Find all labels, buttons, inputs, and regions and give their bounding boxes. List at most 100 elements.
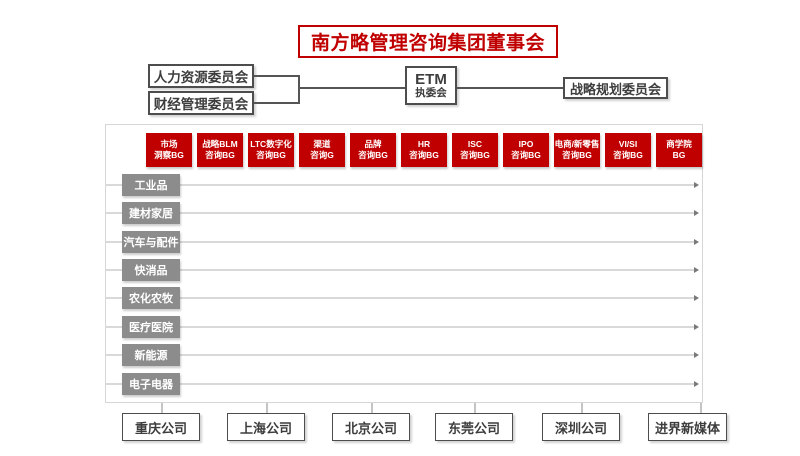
board-title: 南方略管理咨询集团董事会 [310, 33, 545, 54]
bg-column-channel: 渠道 咨询G [299, 133, 345, 167]
bg-column-label: 品牌 [364, 138, 382, 149]
company-label: 重庆公司 [134, 420, 187, 436]
bg-column-label: 咨询G [310, 150, 334, 160]
finance-committee-box: 财经管理委员会 [148, 91, 254, 115]
connector-to-shanghai [266, 403, 268, 413]
company-box-beijing: 北京公司 [332, 413, 410, 441]
bg-column-strategy-blm: 战略BLM 咨询BG [197, 133, 243, 167]
row-box-industrial: 工业品 [122, 174, 180, 196]
bg-column-label: LTC数字化 [250, 138, 292, 149]
etm-committee-box: ETM 执委会 [405, 66, 457, 105]
bg-column-label: 咨询BG [256, 150, 286, 160]
bg-column-ipo: IPO 咨询BG [503, 133, 549, 167]
bg-column-label: 咨询BG [460, 150, 490, 160]
hr-committee-label: 人力资源委员会 [153, 70, 249, 85]
bg-column-hr: HR 咨询BG [401, 133, 447, 167]
row-label: 医疗医院 [129, 322, 173, 334]
row-label: 电子电器 [129, 379, 173, 391]
row-label: 工业品 [134, 180, 168, 192]
bg-column-ltc-digital: LTC数字化 咨询BG [248, 133, 294, 167]
company-box-dongguan: 东莞公司 [435, 413, 513, 441]
row-box-electronics: 电子电器 [122, 373, 180, 395]
connector-to-shenzhen [581, 403, 583, 413]
bg-column-label: 咨询BG [562, 150, 592, 160]
bg-column-label: 咨询BG [613, 150, 643, 160]
arrow-right-icon [694, 381, 699, 387]
company-box-shenzhen: 深圳公司 [542, 413, 620, 441]
row-box-new-energy: 新能源 [122, 344, 180, 366]
bg-column-label: BG [672, 150, 686, 160]
bg-column-label: HR [417, 138, 431, 149]
connector-to-beijing [371, 403, 373, 413]
bg-column-label: 战略BLM [202, 138, 238, 149]
etm-sublabel: 执委会 [415, 86, 447, 99]
bg-column-label: 咨询BG [409, 150, 439, 160]
matrix-container [105, 124, 703, 403]
strategy-committee-label: 战略规划委员会 [569, 81, 661, 97]
company-label: 深圳公司 [554, 420, 607, 436]
connector-bracket-vertical [298, 75, 300, 104]
connector-to-dongguan [474, 403, 476, 413]
arrow-right-icon [694, 352, 699, 358]
hr-committee-box: 人力资源委员会 [148, 64, 254, 88]
connector-bracket-to-etm [298, 87, 405, 89]
row-line-auto-parts [105, 241, 694, 243]
row-line-medical [105, 326, 694, 328]
connector-to-chongqing [161, 403, 163, 413]
row-label: 农化农牧 [129, 293, 173, 305]
bg-column-market-insight: 市场 洞察BG [146, 133, 192, 167]
bg-column-label: VI/SI [618, 138, 638, 149]
arrow-right-icon [694, 210, 699, 216]
bg-column-label: 市场 [160, 138, 178, 149]
board-title-box: 南方略管理咨询集团董事会 [298, 25, 558, 58]
bg-column-brand: 品牌 咨询BG [350, 133, 396, 167]
company-label: 进界新媒体 [654, 420, 720, 436]
bg-column-isc: ISC 咨询BG [452, 133, 498, 167]
bg-column-label: IPO [518, 138, 534, 149]
etm-label: ETM [415, 70, 447, 88]
arrow-right-icon [694, 239, 699, 245]
company-label: 上海公司 [239, 420, 292, 436]
connector-to-jinjie-media [700, 403, 702, 413]
row-line-building-materials [105, 212, 694, 214]
company-label: 东莞公司 [447, 420, 500, 436]
row-box-medical: 医疗医院 [122, 316, 180, 338]
bg-column-label: 咨询BG [511, 150, 541, 160]
row-label: 新能源 [134, 350, 168, 362]
row-line-new-energy [105, 354, 694, 356]
row-line-industrial [105, 184, 694, 186]
company-box-jinjie-media: 进界新媒体 [648, 413, 727, 441]
bg-column-ecommerce: 电商/新零售 咨询BG [554, 133, 600, 167]
bg-column-label: 咨询BG [358, 150, 388, 160]
row-box-fmcg: 快消品 [122, 259, 180, 281]
arrow-right-icon [694, 295, 699, 301]
connector-hr-to-bracket [254, 75, 300, 77]
bg-column-vi-si: VI/SI 咨询BG [605, 133, 651, 167]
row-box-building-materials: 建材家居 [122, 202, 180, 224]
company-label: 北京公司 [344, 420, 397, 436]
company-box-shanghai: 上海公司 [227, 413, 305, 441]
row-box-agriculture: 农化农牧 [122, 287, 180, 309]
bg-column-label: 商学院 [666, 138, 692, 149]
row-label: 建材家居 [129, 208, 173, 220]
bg-column-label: 洞察BG [154, 150, 184, 160]
arrow-right-icon [694, 182, 699, 188]
bg-column-label: 咨询BG [205, 150, 235, 160]
bg-column-label: ISC [467, 138, 483, 149]
row-line-electronics [105, 383, 694, 385]
row-line-fmcg [105, 269, 694, 271]
strategy-committee-box: 战略规划委员会 [563, 77, 668, 99]
finance-committee-label: 财经管理委员会 [153, 97, 249, 112]
company-box-chongqing: 重庆公司 [122, 413, 200, 441]
bg-column-label: 渠道 [313, 138, 331, 149]
arrow-right-icon [694, 324, 699, 330]
row-label: 汽车与配件 [123, 237, 179, 249]
connector-finance-to-bracket [254, 102, 300, 104]
bg-column-label: 电商/新零售 [554, 138, 600, 149]
row-box-auto-parts: 汽车与配件 [122, 231, 180, 253]
row-line-agriculture [105, 297, 694, 299]
bg-column-business-school: 商学院 BG [656, 133, 702, 167]
arrow-right-icon [694, 267, 699, 273]
connector-etm-to-strategy [457, 87, 563, 89]
